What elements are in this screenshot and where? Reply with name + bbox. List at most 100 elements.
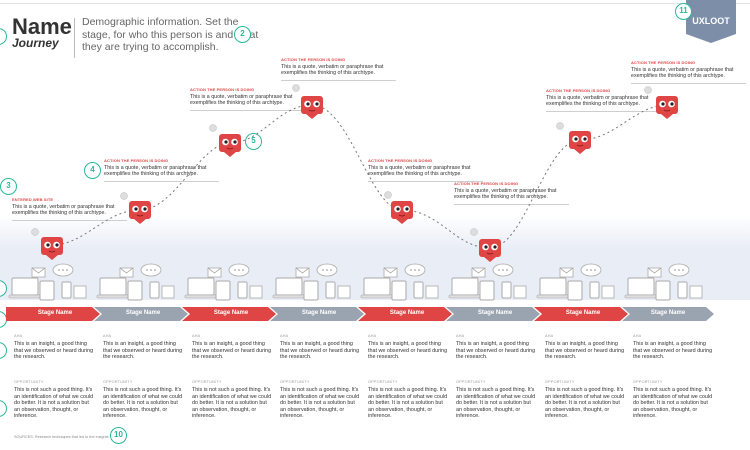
journey-curve bbox=[51, 104, 668, 249]
stage-name: Stage Name bbox=[477, 310, 513, 316]
mascot-icon bbox=[300, 95, 324, 120]
aha-label: AHA bbox=[14, 334, 23, 338]
quote-action-label: ACTION THE PERSON IS DOING bbox=[631, 60, 696, 65]
mascot-icon bbox=[478, 238, 502, 263]
quote-rule bbox=[546, 110, 661, 112]
opportunity-text: This is not such a good thing. It's an i… bbox=[14, 387, 94, 420]
quote-rule bbox=[12, 219, 127, 221]
devices-icon bbox=[536, 263, 615, 301]
stage-chevron bbox=[94, 307, 188, 321]
stage-chevron bbox=[446, 307, 540, 321]
opportunity-block: OPPORTUNITY This is not such a good thin… bbox=[103, 380, 185, 420]
quote-rule bbox=[454, 203, 569, 205]
quote-block: ACTION THE PERSON IS DOING This is a quo… bbox=[631, 60, 746, 84]
persona-name: Name bbox=[12, 14, 72, 39]
opportunity-text: This is not such a good thing. It's an i… bbox=[192, 387, 272, 420]
mascot-icon bbox=[655, 95, 679, 120]
insight-text: This is an insight, a good thing that we… bbox=[368, 341, 448, 361]
quote-action-label: ACTION THE PERSON IS DOING bbox=[190, 87, 255, 92]
sources-note: SOURCES: Research techniques that led to… bbox=[14, 435, 109, 439]
opportunity-label: OPPORTUNITY bbox=[14, 380, 44, 384]
quote-block: ACTION THE PERSON IS DOING This is a quo… bbox=[104, 158, 219, 182]
opportunity-block: OPPORTUNITY This is not such a good thin… bbox=[456, 380, 538, 420]
devices-icon bbox=[448, 263, 527, 301]
quote-block: ACTION THE PERSON IS DOING This is a quo… bbox=[454, 181, 569, 205]
stage-name: Stage Name bbox=[565, 310, 601, 316]
aha-label: AHA bbox=[545, 334, 554, 338]
opportunity-label: OPPORTUNITY bbox=[633, 380, 663, 384]
mascot-icon bbox=[390, 200, 414, 225]
aha-label: AHA bbox=[103, 334, 112, 338]
stage-chevron bbox=[6, 307, 100, 321]
opportunity-block: OPPORTUNITY This is not such a good thin… bbox=[280, 380, 362, 420]
insight-block: AHA This is an insight, a good thing tha… bbox=[192, 334, 274, 361]
quote-text: This is a quote, verbatim or paraphrase … bbox=[546, 95, 649, 108]
opportunity-block: OPPORTUNITY This is not such a good thin… bbox=[368, 380, 450, 420]
header-divider bbox=[74, 18, 75, 58]
insight-block: AHA This is an insight, a good thing tha… bbox=[545, 334, 627, 361]
quote-rule bbox=[281, 79, 396, 81]
quote-text: This is a quote, verbatim or paraphrase … bbox=[454, 188, 557, 201]
devices-icon bbox=[184, 263, 263, 301]
insight-text: This is an insight, a good thing that we… bbox=[192, 341, 272, 361]
insight-text: This is an insight, a good thing that we… bbox=[103, 341, 183, 361]
quote-text: This is a quote, verbatim or paraphrase … bbox=[368, 165, 471, 178]
insight-block: AHA This is an insight, a good thing tha… bbox=[456, 334, 538, 361]
devices-icon bbox=[360, 263, 439, 301]
insight-block: AHA This is an insight, a good thing tha… bbox=[633, 334, 715, 361]
opportunity-block: OPPORTUNITY This is not such a good thin… bbox=[192, 380, 274, 420]
insight-text: This is an insight, a good thing that we… bbox=[545, 341, 625, 361]
insight-text: This is an insight, a good thing that we… bbox=[14, 341, 94, 361]
badge-4: 4 bbox=[84, 162, 101, 179]
badge-2: 2 bbox=[234, 26, 251, 43]
quote-text: This is a quote, verbatim or paraphrase … bbox=[631, 67, 734, 80]
stage-name: Stage Name bbox=[301, 310, 337, 316]
stage-chevron bbox=[622, 307, 714, 321]
quote-action-label: ACTION THE PERSON IS DOING bbox=[368, 158, 433, 163]
thought-cloud-icon bbox=[31, 84, 652, 236]
devices-icon bbox=[8, 263, 87, 301]
opportunity-text: This is not such a good thing. It's an i… bbox=[456, 387, 536, 420]
opportunity-text: This is not such a good thing. It's an i… bbox=[545, 387, 625, 420]
opportunity-label: OPPORTUNITY bbox=[456, 380, 486, 384]
aha-label: AHA bbox=[633, 334, 642, 338]
quote-text: This is a quote, verbatim or paraphrase … bbox=[12, 204, 115, 217]
badge-3: 3 bbox=[0, 178, 17, 195]
quote-text: This is a quote, verbatim or paraphrase … bbox=[190, 94, 293, 107]
stage-name: Stage Name bbox=[125, 310, 161, 316]
quote-block: ACTION THE PERSON IS DOING This is a quo… bbox=[368, 158, 483, 182]
quote-rule bbox=[368, 180, 483, 182]
opportunity-text: This is not such a good thing. It's an i… bbox=[633, 387, 713, 420]
opportunity-label: OPPORTUNITY bbox=[368, 380, 398, 384]
devices-icon bbox=[96, 263, 175, 301]
quote-action-label: ACTION THE PERSON IS DOING bbox=[454, 181, 519, 186]
aha-label: AHA bbox=[456, 334, 465, 338]
opportunity-block: OPPORTUNITY This is not such a good thin… bbox=[545, 380, 627, 420]
badge-11: 11 bbox=[675, 3, 692, 20]
quote-block: ENTERED WEB SITE This is a quote, verbat… bbox=[12, 197, 127, 221]
quote-rule bbox=[104, 180, 219, 182]
insight-text: This is an insight, a good thing that we… bbox=[456, 341, 536, 361]
devices-icon bbox=[624, 263, 703, 301]
persona-description: Demographic information. Set the stage, … bbox=[82, 16, 259, 53]
quote-rule bbox=[190, 109, 305, 111]
aha-label: AHA bbox=[192, 334, 201, 338]
devices-icon bbox=[272, 263, 351, 301]
quote-block: ACTION THE PERSON IS DOING This is a quo… bbox=[546, 88, 661, 112]
insight-block: AHA This is an insight, a good thing tha… bbox=[14, 334, 96, 361]
insight-block: AHA This is an insight, a good thing tha… bbox=[280, 334, 362, 361]
top-divider bbox=[0, 3, 750, 4]
aha-label: AHA bbox=[280, 334, 289, 338]
opportunity-text: This is not such a good thing. It's an i… bbox=[368, 387, 448, 420]
opportunity-block: OPPORTUNITY This is not such a good thin… bbox=[14, 380, 96, 420]
quote-action-label: ACTION THE PERSON IS DOING bbox=[104, 158, 169, 163]
quote-block: ACTION THE PERSON IS DOING This is a quo… bbox=[281, 57, 396, 81]
opportunity-label: OPPORTUNITY bbox=[192, 380, 222, 384]
quote-action-label: ACTION THE PERSON IS DOING bbox=[546, 88, 611, 93]
insight-block: AHA This is an insight, a good thing tha… bbox=[103, 334, 185, 361]
badge-5: 5 bbox=[245, 133, 262, 150]
badge-10: 10 bbox=[110, 427, 127, 444]
insight-text: This is an insight, a good thing that we… bbox=[633, 341, 713, 361]
